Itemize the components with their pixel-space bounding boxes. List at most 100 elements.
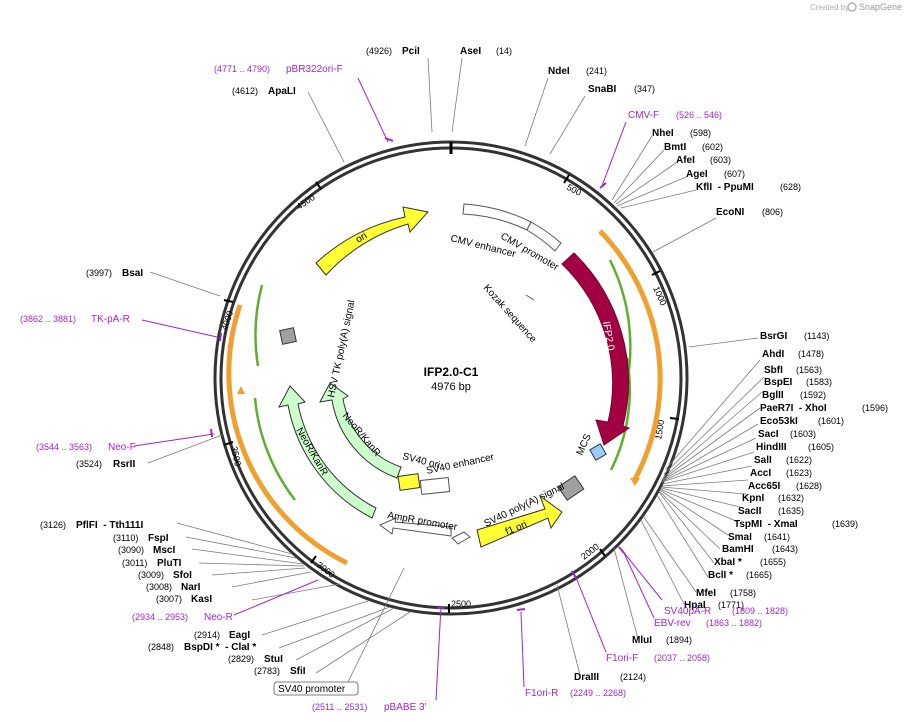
feature-ampr-promoter [379,517,452,537]
enzyme-snabI: SnaBI [588,84,617,95]
enzyme-sfoI-pos: (3009) [138,570,164,580]
enzyme-tspmI-xmaI-pos: (1639) [832,519,858,529]
enzyme-kpnI-pos: (1632) [778,493,804,503]
enzyme-paer7I-xhoI: PaeR7I - XhoI [760,403,827,414]
enzyme-tspmI-xmaI: TspMI - XmaI [734,519,798,530]
enzyme-sacII-pos: (1635) [778,506,804,516]
enzyme-bclI-pos: (1665) [746,570,772,580]
enzyme-pciI: PciI [402,46,420,57]
enzyme-eagI-pos: (2914) [194,630,220,640]
enzyme-xbaI-pos: (1655) [760,557,786,567]
enzyme-ahdI-pos: (1478) [798,349,824,359]
primer-sv40pa-r: SV40pA-R [664,606,711,617]
orf-arcs [226,229,663,566]
orf-arc-left [226,304,349,566]
enzyme-nheI: NheI [652,128,674,139]
primer-pbabe-3-range: (2511 .. 2531) [312,702,367,712]
enzyme-pciI-pos: (4926) [366,46,392,56]
primer-pbr322ori-f: pBR322ori-F [286,64,343,75]
primer-f1ori-f-range: (2037 .. 2058) [654,653,710,663]
enzyme-mluI: MluI [632,635,652,646]
enzyme-eco53kI-pos: (1601) [818,416,844,426]
orf-inner-left-2 [254,284,264,367]
enzyme-econI: EcoNI [716,207,745,218]
enzyme-bsrgI: BsrGI [760,331,787,342]
feature-ampr-promoter-2 [451,531,471,545]
enzyme-kflI-ppumI: KflI - PpuMI [696,182,754,193]
enzyme-aseI-pos: (14) [496,46,512,56]
feature-hsv-tk-polya [279,327,297,345]
enzyme-ageI: AgeI [686,169,708,180]
primer-f1ori-r: F1ori-R [525,688,558,699]
feature-label-ori: ori [354,231,369,246]
tick-label-2000: 2000 [579,541,601,561]
enzyme-bspeI-pos: (1583) [806,377,832,387]
feature-label-hsv-tk-polya: HSV TK poly(A) signal [326,299,357,398]
enzyme-ndeI-pos: (241) [586,66,607,76]
enzyme-accI: AccI [750,468,771,479]
enzyme-afeI: AfeI [676,155,695,166]
enzyme-bamhI: BamHI [722,544,754,555]
enzyme-leaders [147,57,765,676]
enzyme-stuI-pos: (2829) [228,654,254,664]
enzyme-acc65I-pos: (1628) [796,481,822,491]
enzyme-accI-pos: (1623) [786,468,812,478]
enzyme-sacII: SacII [738,506,762,517]
feature-sv40-enhancer [419,477,451,495]
primer-pbr322ori-f-range: (4771 .. 4790) [214,64,270,74]
enzyme-rsrII: RsrII [113,459,135,470]
primer-ebv-rev: EBV-rev [654,618,691,629]
primer-sv40pa-r-range: (1809 .. 1828) [732,606,788,616]
enzyme-nheI-pos: (598) [690,128,711,138]
feature-sv40-ori [397,473,421,491]
tick-label-3500: 3500 [229,445,243,467]
enzyme-bspdI-claI: BspDI * - ClaI * [184,642,256,653]
tick-label-2500: 2500 [451,599,471,609]
feature-sv40-polya [557,475,585,501]
enzyme-pflfI-tth111I-pos: (3126) [40,520,66,530]
orf-arrow-right [630,478,640,486]
primer-f1ori-f: F1ori-F [606,653,638,664]
enzyme-kasI: KasI [191,594,212,605]
enzyme-eagI: EagI [229,630,250,641]
orf-inner-right-2 [609,357,632,471]
enzyme-sacI: SacI [758,429,779,440]
enzyme-sfoI: SfoI [173,570,192,581]
enzyme-paer7I-xhoI-pos: (1596) [862,403,888,413]
sv40-promoter-callout: SV40 promoter [273,567,405,696]
enzyme-labels: (4926) PciI AseI (14) NdeI (241) SnaBI (… [40,46,888,683]
enzyme-mluI-pos: (1894) [666,635,692,645]
enzyme-acc65I: Acc65I [748,481,780,492]
primer-neo-f-range: (3544 .. 3563) [36,442,92,452]
enzyme-narI: NarI [181,582,201,593]
enzyme-bclI: BclI * [708,570,733,581]
enzyme-bsrgI-pos: (1143) [804,331,829,341]
primer-f1ori-r-range: (2249 .. 2268) [570,688,626,698]
enzyme-plutI-pos: (3011) [122,558,147,568]
enzyme-afeI-pos: (603) [710,155,731,165]
enzyme-kflI-ppumI-pos: (628) [780,182,801,192]
sv40-promoter-label: SV40 promoter [278,684,346,695]
primer-neo-f: Neo-F [108,442,136,453]
enzyme-mscI-pos: (3090) [118,545,144,555]
enzyme-draIII-pos: (2124) [620,672,646,682]
enzyme-ndeI: NdeI [548,66,570,77]
plasmid-length: 4976 bp [431,381,471,393]
enzyme-bsaI-pos: (3997) [86,268,112,278]
enzyme-kasI-pos: (3007) [156,594,182,604]
enzyme-bspdI-claI-pos: (2848) [148,642,174,652]
feature-mcs [589,443,607,461]
feature-label-sv40-enhancer: SV40 enhancer [425,452,495,477]
enzyme-kpnI: KpnI [742,493,764,504]
feature-cmv-enhancer [462,203,532,231]
enzyme-apaLI: ApaLI [268,86,296,97]
enzyme-hindIII: HindIII [756,442,787,453]
plasmid-name: IFP2.0-C1 [424,365,479,379]
enzyme-fspI: FspI [148,533,169,544]
primer-neo-r: Neo-R [204,612,233,623]
enzyme-hpaI: HpaI [684,600,706,611]
enzyme-sacI-pos: (1603) [790,429,816,439]
enzyme-fspI-pos: (3110) [113,533,138,543]
kozak-mark [525,294,535,301]
enzyme-mscI: MscI [153,545,175,556]
